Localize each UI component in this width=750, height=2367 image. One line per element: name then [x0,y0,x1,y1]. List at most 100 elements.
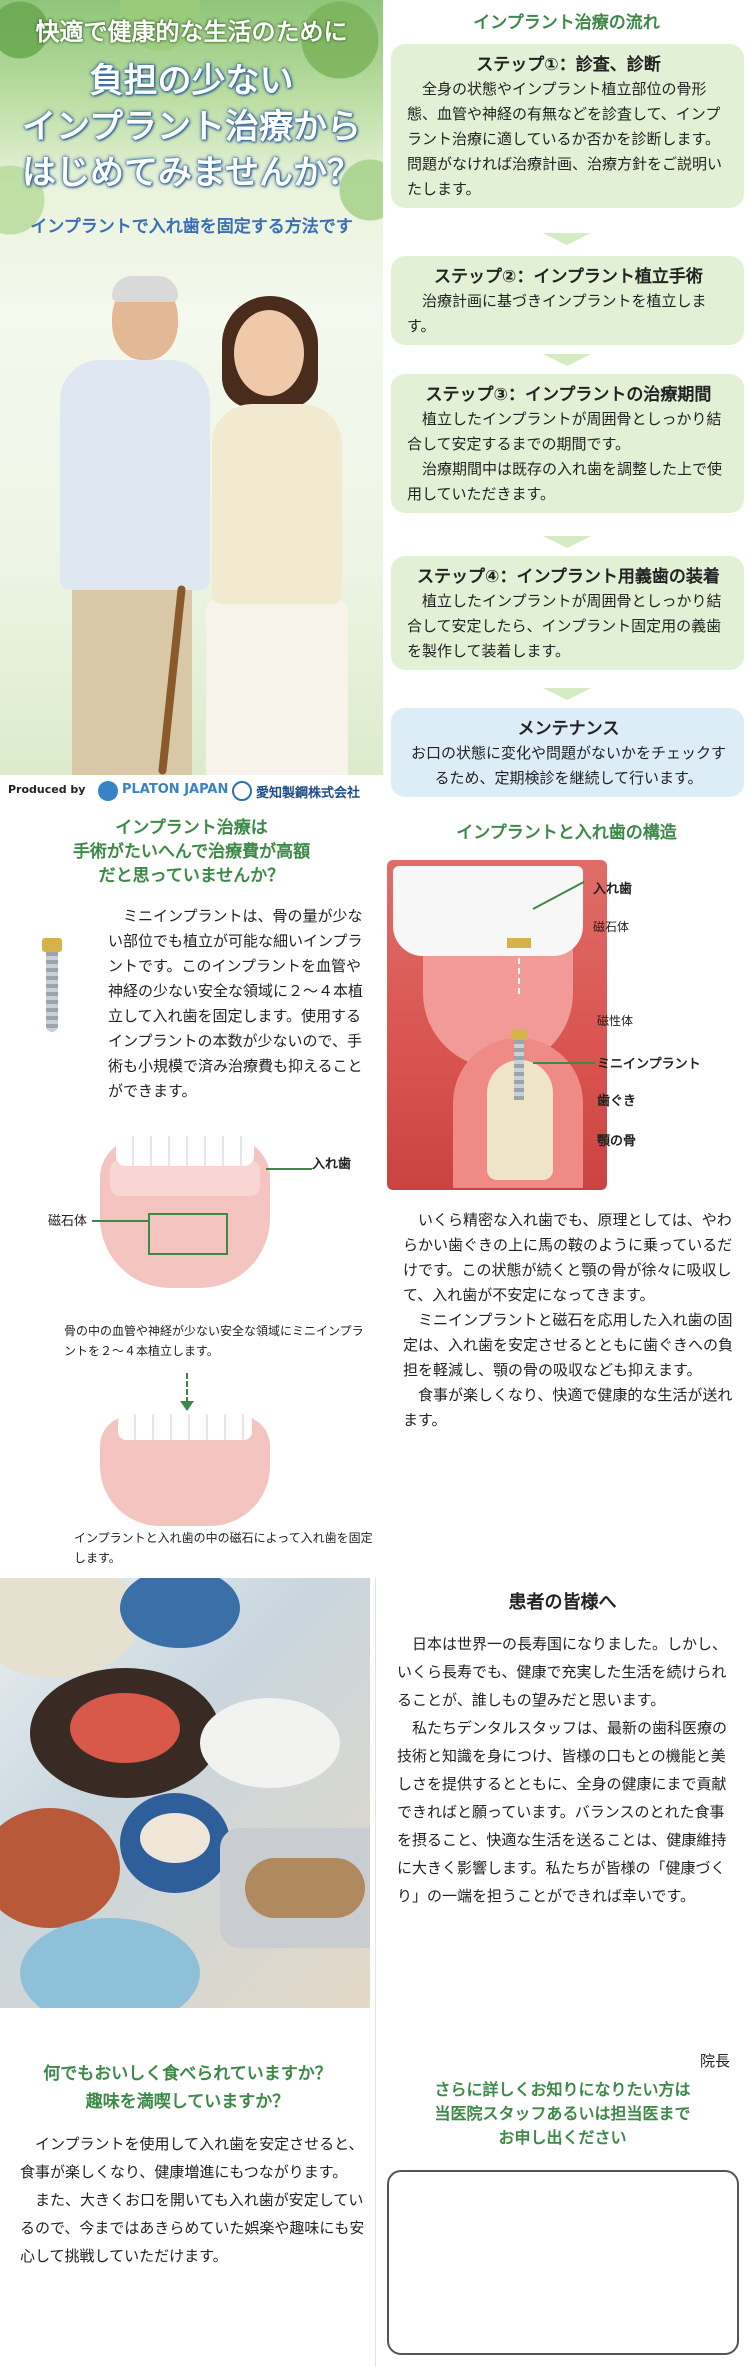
cta-line: お申し出ください [498,2128,627,2147]
hero-headline: 負担の少ない インプラント治療から はじめてみませんか？ [0,58,383,196]
step-title: ステップ①：診査、診断 [476,55,661,75]
dish [0,1808,120,1928]
message-panel: 患者の皆様へ 日本は世界一の長寿国になりました。しかし、いくら長寿でも、健康で充… [375,1578,750,2367]
message-signature: 院長 [699,2052,730,2070]
label-magnet: 磁石体 [48,1214,88,1229]
label-jawbone: 顎の骨 [597,1134,637,1149]
step-body: 全身の状態やインプラント植立部位の骨形態、血管や神経の有無などを診査して、インプ… [407,80,723,198]
implant-region-box [148,1213,228,1255]
flow-arrow [543,536,591,548]
elderly-woman-skirt [206,600,348,775]
elderly-man-photo [60,360,210,590]
label-mini-implant: ミニインプラント [597,1057,701,1072]
denture-teeth-section [393,866,583,956]
denture-teeth [116,1136,254,1166]
structure-panel: インプラントと入れ歯の構造 入れ歯 磁石体 磁性体 ミニインプラント 歯ぐき 顎… [383,808,750,1578]
mini-implant-panel: インプラント治療は 手術がたいへんで治療費が高額 だと思っていませんか？ ミニイ… [0,808,383,1578]
headline-line: インプラント治療から [22,107,361,147]
maintenance-title: メンテナンス [517,719,620,739]
producer-strip: Produced by PLATON JAPAN 愛知製鋼株式会社 [0,778,383,804]
food-question: 何でもおいしく食べられていますか？ 趣味を満喫していますか？ [0,2060,375,2116]
food-paragraph: また、大きくお口を開いても入れ歯が安定しているので、今まではあきらめていた娯楽や… [20,2191,365,2265]
mini-annotation-2: インプラントと入れ歯の中の磁石によって入れ歯を固定します。 [74,1531,373,1565]
label-magnetic: 磁性体 [597,1014,634,1028]
leaves-decoration [0,0,383,260]
headline-line: 負担の少ない [89,61,294,101]
hero-tagline: 快適で健康的な生活のために [35,18,348,46]
cta-line: さらに詳しくお知りになりたい方は [434,2080,691,2099]
step-body: 植立したインプラントが周囲骨としっかり結合して安定するまでの期間です。 [407,410,722,453]
mini-heading: インプラント治療は 手術がたいへんで治療費が高額 だと思っていませんか？ [0,816,383,888]
maintenance-body: お口の状態に変化や問題がないかをチェックするため、定期検診を継続して行います。 [410,744,726,787]
callout-line [533,1062,595,1064]
dish [120,1578,240,1648]
denture-gum [110,1160,260,1196]
callout-line [92,1220,148,1222]
step-body-2: 治療期間中は既存の入れ歯を調整した上で使用していただきます。 [407,460,723,503]
step-1: ステップ①：診査、診断 全身の状態やインプラント植立部位の骨形態、血管や神経の有… [391,44,744,208]
step-title: ステップ④：インプラント用義歯の装着 [417,567,720,587]
step-title: ステップ③：インプラントの治療期間 [425,385,712,405]
mini-heading-line: 手術がたいへんで治療費が高額 [72,842,311,862]
label-denture: 入れ歯 [593,882,633,897]
food-paragraph: インプラントを使用して入れ歯を安定させると、食事が楽しくなり、健康増進にもつなが… [20,2135,364,2181]
attach-arrow [518,958,520,994]
food-photo [0,1578,370,2008]
denture-teeth-2 [118,1414,252,1440]
step-4: ステップ④：インプラント用義歯の装着 植立したインプラントが周囲骨としっかり結合… [391,556,744,670]
cta-line: 当医院スタッフあるいは担当医まで [434,2104,691,2123]
aichi-logo-icon [232,781,252,801]
message-title: 患者の皆様へ [508,1592,617,1613]
panel-divider [375,1578,376,2367]
elderly-man-hair [112,276,178,302]
platon-logo-icon [98,781,118,801]
mini-body: ミニインプラントは、骨の量が少ない部位でも植立が可能な細いインプラントです。この… [108,907,364,1100]
producer-label: Produced by [8,783,86,796]
food-body: インプラントを使用して入れ歯を安定させると、食事が楽しくなり、健康増進にもつなが… [20,2130,365,2270]
aichi-company: 愛知製鋼株式会社 [256,786,361,801]
step-3: ステップ③：インプラントの治療期間 植立したインプラントが周囲骨としっかり結合し… [391,374,744,513]
elderly-woman-photo [212,404,342,604]
step-body: 植立したインプラントが周囲骨としっかり結合して安定したら、インプラント固定用の義… [407,592,722,660]
structure-paragraph: ミニインプラントと磁石を応用した入れ歯の固定は、入れ歯を安定させるとともに歯ぐき… [403,1311,734,1379]
dish [140,1813,210,1863]
elderly-woman-head [234,310,304,396]
step-body: 治療計画に基づきインプラントを植立します。 [407,292,707,335]
step-2: ステップ②：インプラント植立手術 治療計画に基づきインプラントを植立します。 [391,256,744,345]
clinic-stamp-box [387,2170,739,2355]
treatment-flow-panel: インプラント治療の流れ ステップ①：診査、診断 全身の状態やインプラント植立部位… [383,0,750,800]
structure-paragraph: 食事が楽しくなり、快適で健康的な生活が送れます。 [403,1386,733,1429]
hero-panel: 快適で健康的な生活のために 負担の少ない インプラント治療から はじめてみません… [0,0,383,775]
mini-implant-icon [42,938,62,1033]
dish [0,1578,140,1678]
headline-line: はじめてみませんか？ [22,153,361,193]
dish [200,1698,340,1788]
structure-body: いくら精密な入れ歯でも、原理としては、やわらかい歯ぐきの上に馬の鞍のように乗って… [403,1208,738,1433]
flow-arrow [543,688,591,700]
step-title: ステップ②：インプラント植立手術 [434,267,703,287]
dish [20,1918,200,2008]
mini-heading-line: インプラント治療は [115,818,268,838]
flow-title: インプラント治療の流れ [473,13,660,33]
message-cta: さらに詳しくお知りになりたい方は 当医院スタッフあるいは担当医まで お申し出くだ… [375,2078,750,2150]
message-paragraph: 日本は世界一の長寿国になりました。しかし、いくら長寿でも、健康で充実した生活を続… [397,1635,728,1709]
label-denture: 入れ歯 [312,1157,352,1172]
dish [245,1858,365,1918]
platon-company: PLATON JAPAN [122,782,229,797]
food-question-line: 何でもおいしく食べられていますか？ [43,2064,332,2084]
flow-arrow [543,233,591,245]
mini-heading-line: だと思っていませんか？ [98,866,285,886]
flow-arrow [543,354,591,366]
structure-paragraph: いくら精密な入れ歯でも、原理としては、やわらかい歯ぐきの上に馬の鞍のように乗って… [403,1211,733,1304]
food-question-line: 趣味を満喫していますか？ [85,2092,290,2112]
mini-annotation-1: 骨の中の血管や神経が少ない安全な領域にミニインプラントを２～４本植立します。 [64,1324,364,1358]
implant-section-icon [511,1030,527,1100]
hero-subtitle: インプラントで入れ歯を固定する方法です [30,217,353,237]
dish [70,1693,180,1763]
magnet-icon [507,938,531,948]
maintenance-box: メンテナンス お口の状態に変化や問題がないかをチェックするため、定期検診を継続し… [391,708,744,797]
down-arrow [186,1373,188,1403]
label-gum: 歯ぐき [597,1094,637,1109]
callout-line [266,1168,312,1170]
message-body: 日本は世界一の長寿国になりました。しかし、いくら長寿でも、健康で充実した生活を続… [397,1630,732,1910]
